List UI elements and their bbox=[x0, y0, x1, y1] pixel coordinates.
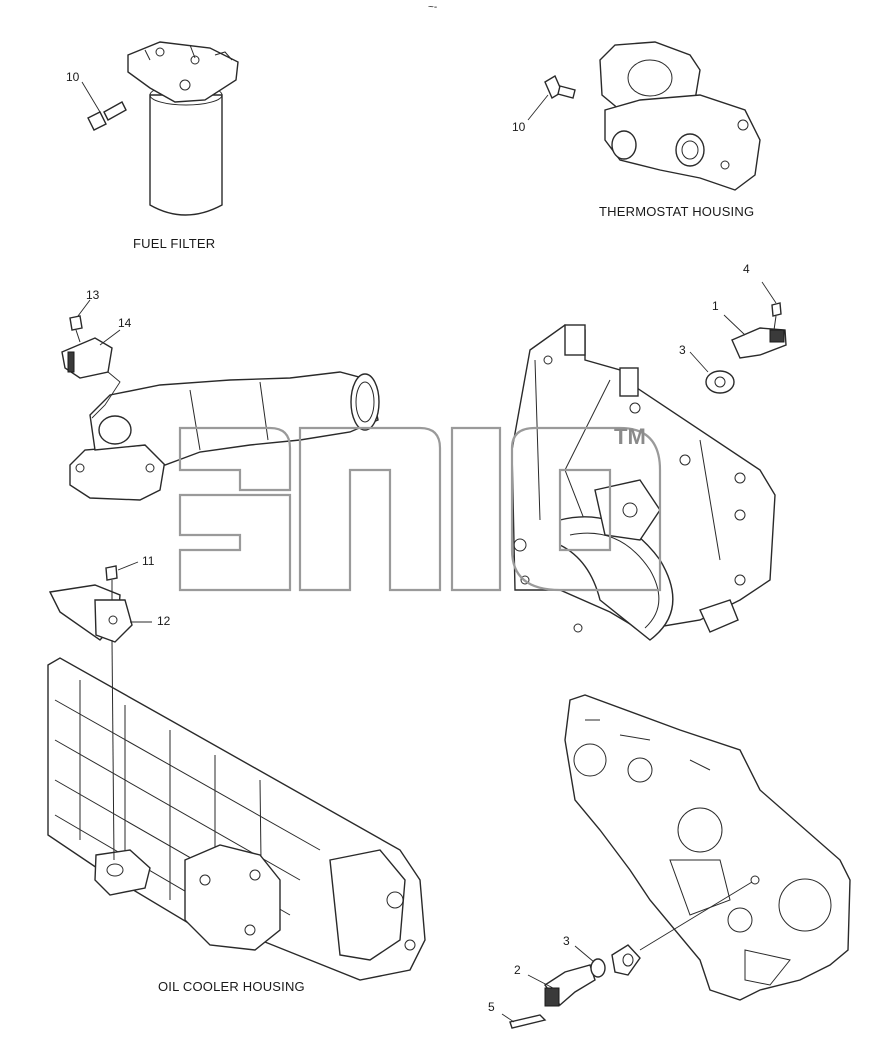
callout-10-thermostat: 10 bbox=[512, 120, 526, 134]
callout-5: 5 bbox=[488, 1000, 495, 1014]
callout-3-bottom: 3 bbox=[563, 934, 570, 948]
oil-cooler-housing-assembly bbox=[47, 561, 426, 981]
oil-cooler-housing-label: OIL COOLER HOUSING bbox=[158, 979, 305, 994]
fuel-filter-label: FUEL FILTER bbox=[133, 236, 216, 251]
callout-13: 13 bbox=[86, 288, 100, 302]
watermark-logo bbox=[178, 426, 662, 592]
callout-2: 2 bbox=[514, 963, 521, 977]
intake-elbow-assembly bbox=[61, 299, 380, 501]
callout-12: 12 bbox=[157, 614, 171, 628]
gear-housing-assembly bbox=[501, 694, 851, 1029]
front-cover-assembly bbox=[511, 281, 787, 641]
callout-1: 1 bbox=[712, 299, 719, 313]
header-mark: ~- bbox=[428, 2, 438, 13]
trademark-symbol: TM bbox=[614, 424, 646, 449]
callout-14: 14 bbox=[118, 316, 132, 330]
callout-3-top: 3 bbox=[679, 343, 686, 357]
thermostat-housing-assembly bbox=[527, 41, 761, 191]
thermostat-housing-label: THERMOSTAT HOUSING bbox=[599, 204, 755, 219]
fuel-filter-assembly bbox=[81, 41, 239, 216]
callout-4: 4 bbox=[743, 262, 750, 276]
callout-11: 11 bbox=[142, 554, 155, 568]
callout-10-fuel: 10 bbox=[66, 70, 80, 84]
